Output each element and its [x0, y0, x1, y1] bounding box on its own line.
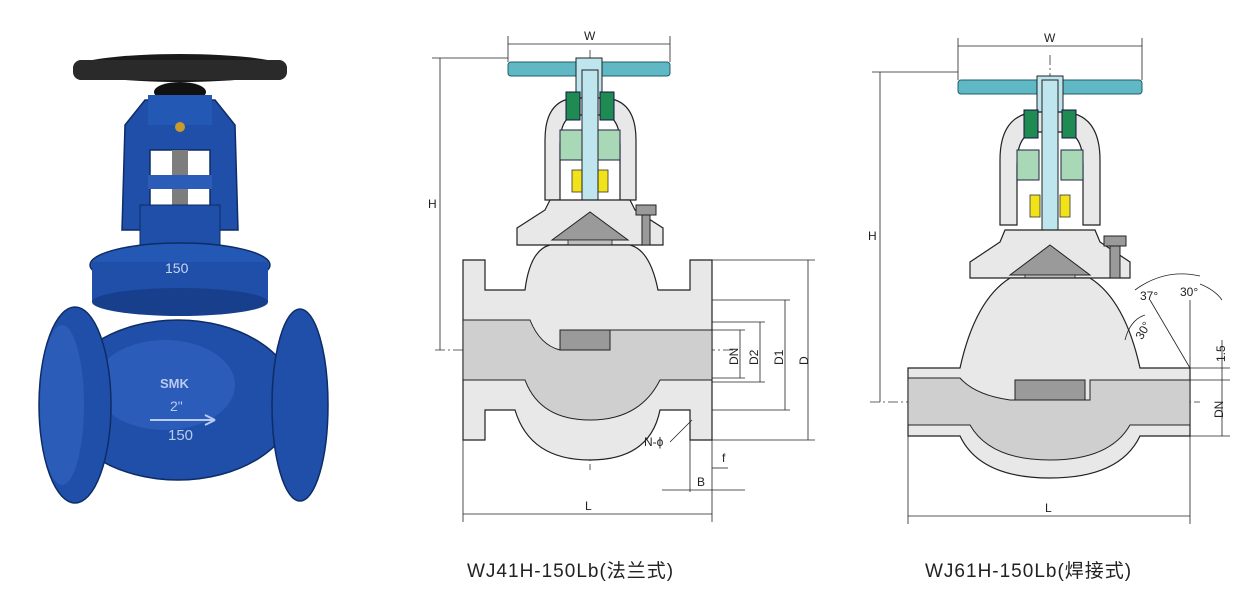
caption-flanged: WJ41H-150Lb(法兰式) [467, 560, 674, 582]
drawing-flanged: W H [428, 29, 815, 582]
valve-photo: 150 SMK 2" 150 [38, 54, 329, 504]
brand-mark: SMK [160, 376, 190, 391]
h-label-welded: H [868, 229, 877, 243]
w-label: W [584, 29, 596, 43]
gland [148, 175, 212, 189]
n-phi-label: N-ϕ [644, 435, 664, 449]
d2-label: D2 [747, 349, 761, 365]
left-flange-face [40, 325, 84, 485]
yoke-bolt [175, 122, 185, 132]
right-flange [271, 308, 329, 502]
angle-37-label: 37° [1140, 289, 1158, 303]
handwheel-rim [73, 60, 287, 80]
dn-label: DN [727, 348, 741, 365]
f-label: f [722, 451, 726, 465]
l-label: L [585, 499, 592, 513]
h-1-5-label: 1.5 [1214, 345, 1228, 362]
dn-label-welded: DN [1212, 401, 1226, 418]
bonnet-mark: 150 [165, 260, 189, 276]
yoke-top [148, 95, 212, 125]
size-mark: 2" [170, 398, 183, 414]
w-label-welded: W [1044, 31, 1056, 45]
d-label: D [797, 356, 811, 365]
valve-body-highlight [95, 340, 235, 430]
flow-arrow [150, 414, 216, 426]
l-label-welded: L [1045, 501, 1052, 515]
b-label: B [697, 475, 705, 489]
caption-welded: WJ61H-150Lb(焊接式) [925, 560, 1132, 582]
class-mark: 150 [168, 427, 193, 444]
h-label: H [428, 197, 437, 211]
angle-30-side-label: 30° [1133, 319, 1154, 342]
d1-label: D1 [772, 349, 786, 365]
angle-30-top-label: 30° [1180, 285, 1198, 299]
drawing-welded: W H [868, 31, 1230, 582]
bonnet-flange-bottom [92, 288, 268, 316]
